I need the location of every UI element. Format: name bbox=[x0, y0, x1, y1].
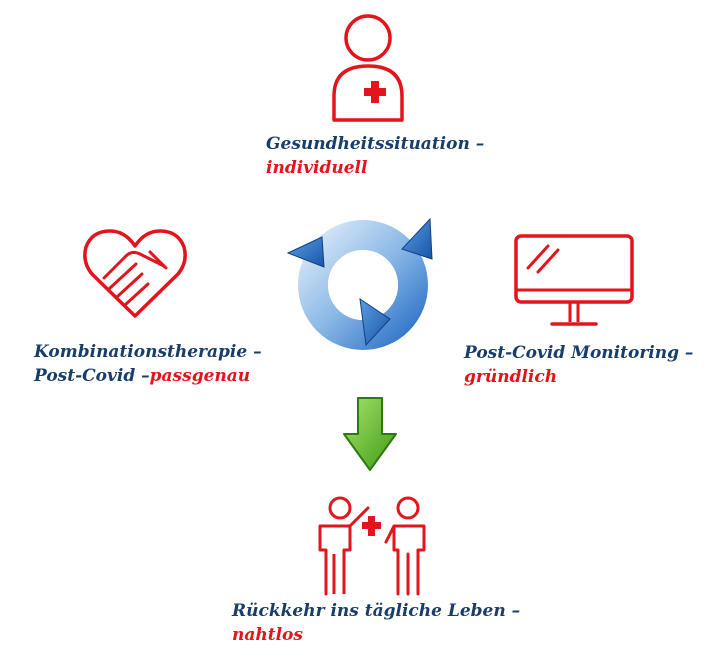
monitoring-title: Post-Covid Monitoring – bbox=[464, 343, 694, 363]
monitoring-accent: gründlich bbox=[464, 367, 558, 387]
healthcare-professional-icon bbox=[332, 14, 404, 122]
health-situation-label: Gesundheitssituation – individuell bbox=[266, 132, 484, 180]
return-to-daily-life-title: Rückkehr ins tägliche Leben – bbox=[232, 601, 521, 621]
return-to-daily-life-accent: nahtlos bbox=[232, 625, 303, 645]
heart-handshake-icon bbox=[83, 229, 187, 318]
patient-and-caregiver-icon bbox=[318, 496, 426, 596]
circular-arrows-cycle-icon bbox=[286, 217, 433, 350]
computer-monitor-icon bbox=[514, 234, 634, 326]
combination-therapy-accent: passgenau bbox=[149, 366, 251, 386]
combination-therapy-subtitle: Post-Covid – bbox=[34, 366, 150, 386]
combination-therapy-title: Kombinationstherapie – bbox=[34, 342, 262, 362]
health-situation-accent: individuell bbox=[266, 158, 368, 178]
health-situation-title: Gesundheitssituation – bbox=[266, 134, 485, 154]
green-down-arrow-icon bbox=[343, 397, 397, 471]
monitoring-label: Post-Covid Monitoring – gründlich bbox=[464, 341, 693, 389]
return-to-daily-life-label: Rückkehr ins tägliche Leben – nahtlos bbox=[232, 599, 520, 647]
combination-therapy-label: Kombinationstherapie – Post-Covid –passg… bbox=[34, 340, 262, 388]
